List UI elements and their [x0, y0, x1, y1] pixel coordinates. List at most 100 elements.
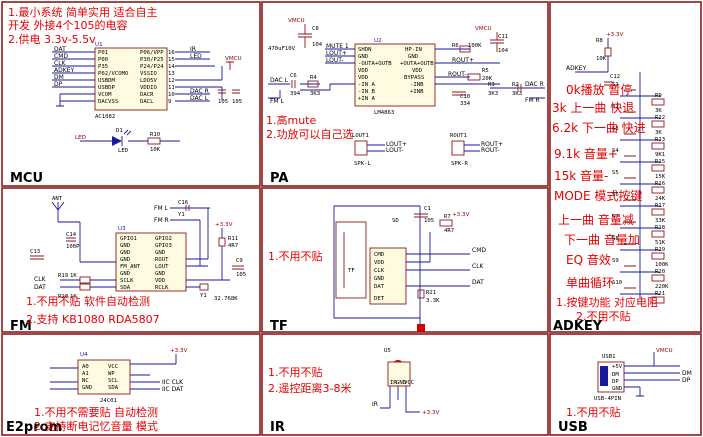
svg-text:P24/P24: P24/P24 [140, 64, 164, 70]
svg-text:VDD: VDD [412, 68, 423, 74]
svg-text:105: 105 [232, 99, 242, 105]
svg-text:105: 105 [424, 218, 434, 224]
svg-text:-IN B: -IN B [358, 89, 375, 95]
svg-text:FM L: FM L [270, 98, 285, 105]
svg-text:C1: C1 [424, 206, 431, 212]
svg-text:334: 334 [460, 101, 471, 107]
svg-text:100K: 100K [655, 262, 669, 268]
svg-text:S10: S10 [612, 280, 622, 286]
svg-text:C10: C10 [460, 94, 470, 100]
svg-text:Y1: Y1 [200, 293, 207, 299]
svg-text:DAC R: DAC R [525, 81, 544, 88]
svg-text:+5V: +5V [612, 364, 623, 370]
svg-text:10K: 10K [150, 147, 161, 153]
svg-text:R6: R6 [452, 43, 459, 49]
svg-text:R7: R7 [444, 214, 451, 220]
adkey-note-2: 3k 上一曲 快退 [552, 101, 634, 115]
svg-text:R11: R11 [228, 236, 238, 242]
svg-text:9K1: 9K1 [655, 152, 665, 158]
svg-text:16: 16 [168, 50, 175, 56]
svg-text:LED: LED [118, 148, 129, 154]
tf-connector [369, 247, 407, 305]
section-title-e2prom: E2prom [6, 420, 62, 435]
svg-text:+3.3V: +3.3V [170, 348, 188, 354]
adkey-note-5: 15k 音量- [554, 168, 608, 183]
svg-text:R19: R19 [655, 247, 665, 253]
svg-text:VCC: VCC [108, 364, 118, 370]
svg-text:CLK: CLK [34, 276, 47, 283]
svg-text:DACL: DACL [140, 99, 154, 105]
svg-text:DAT: DAT [374, 284, 385, 290]
svg-text:GND: GND [120, 243, 131, 249]
svg-text:SHDN: SHDN [358, 47, 371, 53]
svg-text:Y1: Y1 [178, 212, 185, 218]
svg-text:GND: GND [120, 271, 131, 277]
svg-text:R15: R15 [655, 159, 665, 165]
svg-text:DAC R: DAC R [190, 88, 209, 95]
svg-text:USBDM: USBDM [98, 78, 115, 84]
svg-text:ROUT-: ROUT- [448, 71, 467, 78]
svg-text:IR: IR [390, 380, 397, 386]
svg-text:-INB: -INB [410, 82, 424, 88]
svg-text:BYPASS: BYPASS [404, 75, 424, 81]
svg-text:LOUT-: LOUT- [326, 57, 344, 64]
svg-text:S6: S6 [612, 192, 619, 198]
svg-text:32.768K: 32.768K [214, 296, 238, 302]
svg-text:FM R: FM R [154, 217, 169, 224]
e2prom-block: +3.3V U4 A0 A1 NC GND VCC WP SCL SDA 24C… [34, 348, 188, 433]
pa-chip [354, 43, 436, 107]
svg-text:TF: TF [348, 268, 355, 274]
svg-text:VMCU: VMCU [475, 26, 492, 32]
svg-text:33K: 33K [655, 218, 666, 224]
svg-text:51K: 51K [655, 240, 666, 246]
mcu-chip [94, 47, 168, 111]
svg-text:15K: 15K [655, 174, 666, 180]
mcu-note-2: 开发 外接4个105的电容 [8, 18, 128, 32]
svg-text:SPK-L: SPK-L [354, 161, 371, 167]
svg-text:C12: C12 [610, 74, 620, 80]
section-title-mcu: MCU [10, 171, 43, 186]
ir-receiver-body [387, 361, 411, 387]
svg-text:S7: S7 [612, 214, 619, 220]
svg-text:DAT: DAT [472, 279, 484, 286]
svg-text:LOUT: LOUT [155, 264, 169, 270]
svg-text:ROUT+: ROUT+ [481, 141, 503, 148]
ir-block: 1.不用不贴 2.遥控距离3-8米 U5 IR GND VCC IR +3.3V [268, 348, 440, 416]
svg-text:9: 9 [168, 99, 171, 105]
svg-text:4R7: 4R7 [228, 243, 238, 249]
svg-text:13: 13 [168, 71, 175, 77]
e2prom-note-2: 2.支持断电记忆音量 模式 [34, 419, 158, 433]
svg-text:+3.3V: +3.3V [452, 212, 470, 218]
tf-socket-outline [335, 221, 367, 299]
svg-text:DAC L: DAC L [270, 77, 289, 84]
svg-text:VDD: VDD [358, 75, 369, 81]
svg-text:CLK: CLK [472, 263, 485, 270]
svg-text:DACVSS: DACVSS [98, 99, 118, 105]
svg-text:SDA: SDA [108, 385, 119, 391]
svg-text:U5: U5 [384, 348, 391, 354]
svg-text:+3.3V: +3.3V [606, 32, 624, 38]
svg-text:USB-4PIN: USB-4PIN [594, 396, 621, 402]
svg-text:+OUTA+OUTB: +OUTA+OUTB [400, 61, 434, 67]
adkey-note-4: 9.1k 音量+ [554, 146, 618, 161]
svg-text:FM L: FM L [154, 205, 169, 212]
tf-ground-marker [417, 324, 425, 332]
speaker-right-connector [451, 140, 465, 156]
led-diode-icon [112, 136, 122, 146]
adkey-note-7: 上一曲 音量减 [558, 212, 634, 227]
svg-text:USB1: USB1 [602, 354, 615, 360]
svg-text:24C01: 24C01 [100, 398, 117, 404]
adkey-note-9: EQ 音效 [566, 252, 611, 267]
svg-text:P35: P35 [98, 64, 108, 70]
svg-text:LDO5V: LDO5V [140, 78, 157, 84]
svg-text:10: 10 [168, 92, 175, 98]
svg-text:SCL: SCL [108, 378, 119, 384]
svg-text:WP: WP [108, 371, 115, 377]
svg-text:DM: DM [54, 74, 64, 81]
svg-text:CMD: CMD [374, 252, 385, 258]
svg-text:S8: S8 [612, 236, 619, 242]
svg-text:4R7: 4R7 [444, 228, 454, 234]
svg-text:VMCU: VMCU [225, 56, 242, 62]
svg-text:105: 105 [218, 99, 228, 105]
svg-text:LOUT+: LOUT+ [386, 141, 407, 148]
